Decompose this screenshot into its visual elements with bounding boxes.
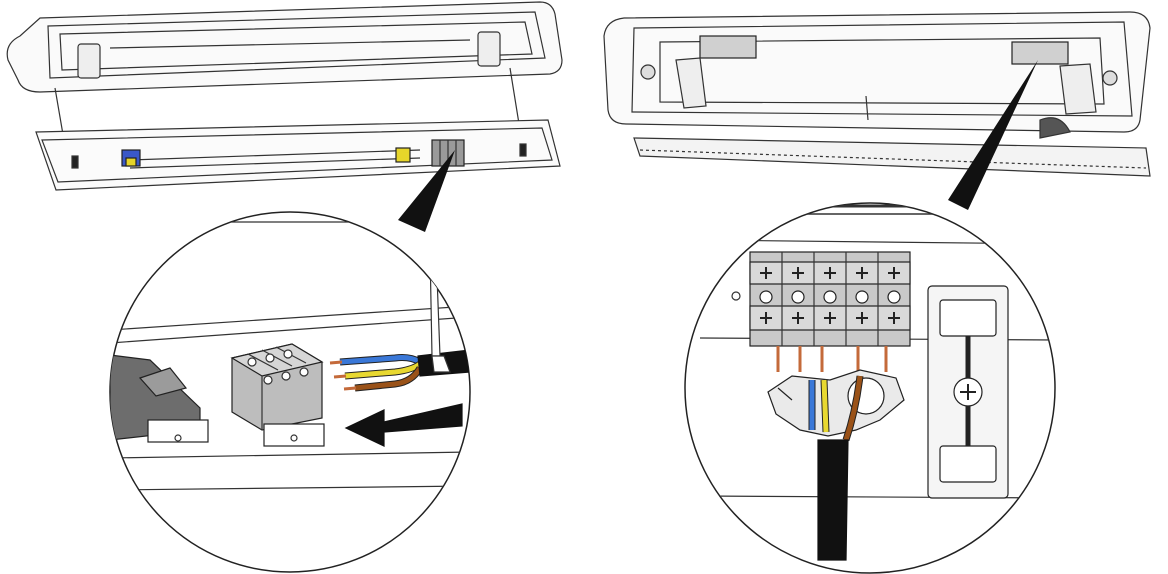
stripped-wires	[329, 354, 424, 392]
supply-cable	[817, 439, 849, 561]
ballast-bracket	[147, 419, 209, 443]
left-detail-circle	[109, 211, 471, 573]
left-callout-pointer	[398, 150, 455, 232]
terminal-block	[230, 343, 325, 447]
ballast-body	[110, 354, 201, 441]
screwdriver	[429, 249, 441, 357]
copper-ends	[776, 346, 888, 372]
left-cover	[6, 1, 563, 93]
clamp-wires	[808, 375, 864, 442]
cable-support	[927, 285, 1009, 499]
insert-arrow	[344, 403, 463, 447]
right-callout-pointer	[948, 60, 1038, 210]
left-hinge-wire-2	[509, 67, 521, 131]
right-detail-circle	[684, 202, 1056, 574]
right-luminaire	[603, 11, 1151, 177]
cable-clamp	[767, 369, 905, 437]
left-tray	[35, 119, 561, 191]
left-luminaire	[6, 1, 563, 191]
terminal-block-5-pole	[749, 251, 911, 347]
right-cover	[603, 11, 1151, 133]
right-tray	[633, 117, 1151, 177]
